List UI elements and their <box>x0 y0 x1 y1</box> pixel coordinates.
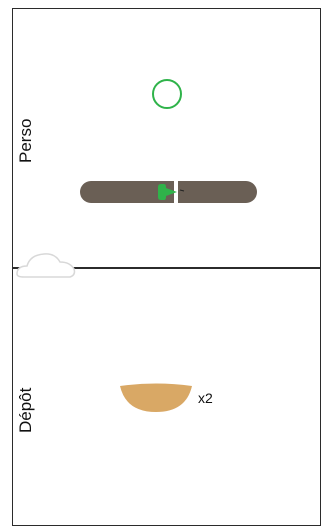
cloud-icon <box>14 249 78 283</box>
perso-label: Perso <box>16 119 36 163</box>
item-count: x2 <box>198 390 213 406</box>
target-ring-icon[interactable] <box>152 79 182 109</box>
green-pin-icon[interactable] <box>157 181 187 203</box>
bowl-icon[interactable] <box>118 383 194 413</box>
perso-panel <box>12 8 321 268</box>
depot-label: Dépôt <box>16 388 36 433</box>
